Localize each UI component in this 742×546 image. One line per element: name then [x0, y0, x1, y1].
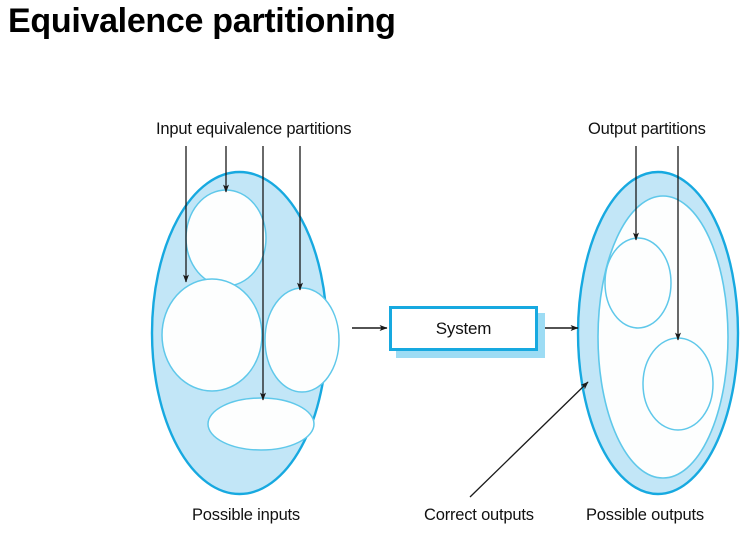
correct-outputs-label: Correct outputs [424, 506, 534, 524]
output-set-group [576, 170, 740, 496]
correct-outputs-ellipse [597, 195, 729, 479]
input-partitions-label: Input equivalence partitions [156, 120, 352, 138]
input-set-group [150, 170, 340, 496]
possible-outputs-label: Possible outputs [586, 506, 704, 524]
input-partition-2-ellipse [161, 278, 263, 392]
input-partition-3-ellipse [264, 287, 340, 393]
output-partition-arrows [633, 146, 682, 341]
system-box[interactable]: System [389, 306, 538, 351]
input-partition-arrows [183, 146, 304, 401]
output-partition-1-ellipse [604, 237, 672, 329]
output-partitions-label: Output partitions [588, 120, 706, 138]
output-partition-2-ellipse [642, 337, 714, 431]
possible-inputs-label: Possible inputs [192, 506, 300, 524]
input-partition-4-ellipse [207, 397, 315, 451]
correct-outputs-pointer-arrow [469, 381, 589, 498]
system-box-label: System [435, 318, 492, 338]
page-title: Equivalence partitioning [8, 2, 396, 40]
input-partition-1-ellipse [185, 189, 267, 287]
